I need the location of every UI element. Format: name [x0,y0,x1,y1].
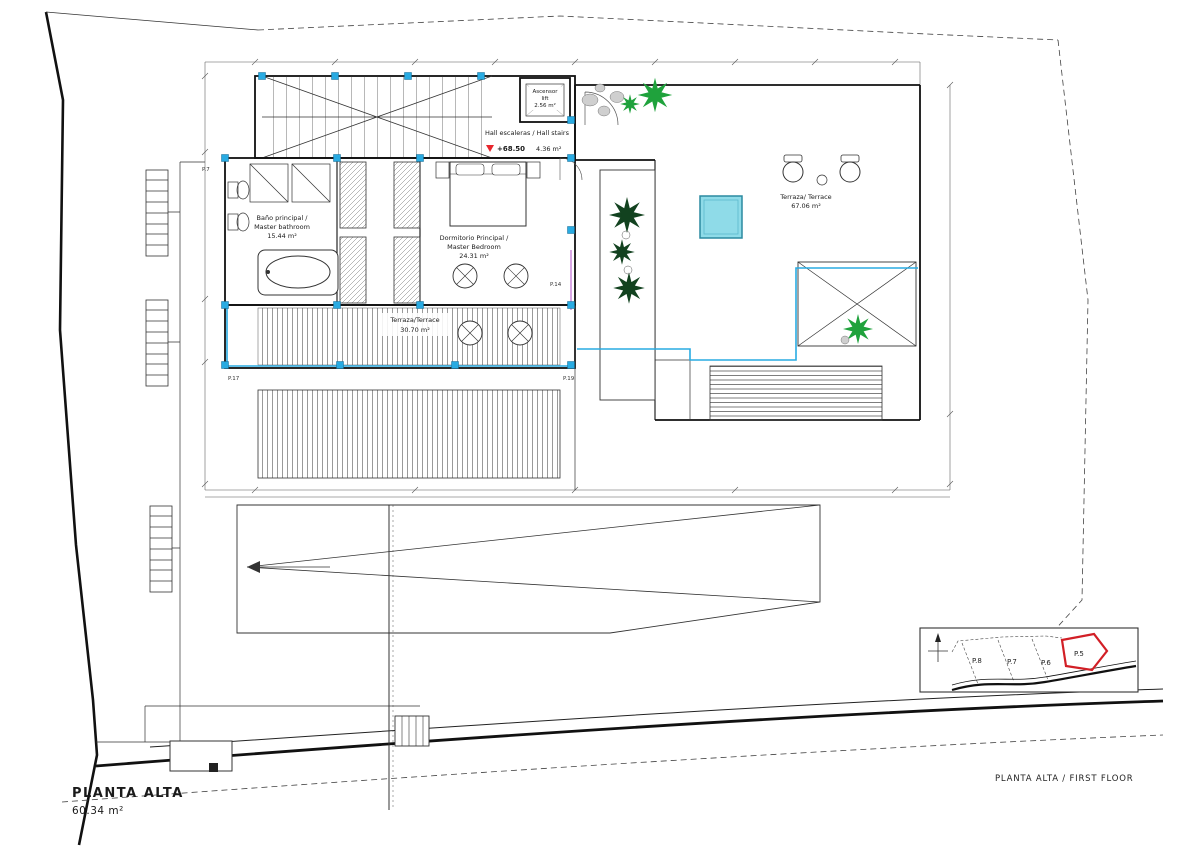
structural-columns [221,72,575,369]
slope-arrow-icon [247,561,260,573]
terrace-table-left [457,320,483,346]
hall-stairs-area: 4.36 m² [536,145,562,153]
terrace-upper: Terraza/ Terrace 67.06 m² [574,70,921,421]
bedroom-name-en: Master Bedroom [447,243,501,251]
hall-stairs-label: Hall escaleras / Hall stairs [485,129,570,137]
stair-hall: Hall escaleras / Hall stairs +68.50 4.36… [254,75,576,159]
bedroom-door-swing [559,157,583,181]
lounge-chair-left [782,154,804,183]
door-label-p14: P.14 [550,282,562,288]
inset-map: P.8 P.7 P.6 P.5 [919,627,1139,693]
bedroom-name-es: Dormitorio Principal / [440,234,509,242]
lift-name-es: Ascensor [532,89,558,95]
terrace-main: Terraza/Terrace 30.70 m² [224,304,576,369]
bedroom-seat-right [503,263,529,289]
road-lines [95,688,1164,768]
dimension-lines [201,58,954,498]
louver-deck [709,365,883,421]
door-label-p7: P.7 [202,167,210,173]
door-label-p19: P.19 [563,376,575,382]
site-stairs-left [145,161,233,772]
plan-total-area: 60.34 m² [72,805,124,817]
master-suite: Baño principal / Master bathroom 15.44 m… [224,157,583,310]
master-bathroom-fixtures [227,163,339,296]
north-arrow-icon [928,633,948,662]
section-line [388,505,430,810]
lift-area: 2.56 m² [534,102,556,109]
planter-strip [599,169,656,401]
plant-icon [630,70,680,120]
highlighted-plot-outline [1060,632,1109,672]
terrace-upper-name: Terraza/ Terrace [779,193,831,201]
lower-deck [257,305,576,490]
wardrobes [339,161,421,304]
lift-name-en: lift [541,96,549,102]
bathroom-name-es: Baño principal / [257,214,309,222]
title-block-left: PLANTA ALTA 60.34 m² [72,786,184,817]
site-boundary [44,11,1164,846]
bedroom-area: 24.31 m² [459,252,489,260]
elevator: Ascensor lift 2.56 m² [519,77,571,123]
bathroom-name-en: Master bathroom [254,223,310,231]
plot-label-p7: P.7 [1007,658,1017,666]
plan-title: PLANTA ALTA [72,786,184,801]
door-labels: P.7 P.17 P.19 P.14 [202,167,575,382]
bathroom-area: 15.44 m² [267,232,297,240]
terrace-main-name: Terraza/Terrace [389,316,439,324]
terrace-upper-area: 67.06 m² [791,202,821,210]
bedroom-seat-left [452,263,478,289]
side-table [816,174,828,186]
plot-label-p8: P.8 [972,657,982,665]
bed [435,161,541,227]
terrace-table-right [507,320,533,346]
lounge-chair-right [839,154,861,183]
level-marker-icon [486,145,494,152]
plunge-pool [699,195,743,239]
plan-footer-label: PLANTA ALTA / FIRST FLOOR [995,774,1133,784]
pergola [797,261,917,351]
door-label-p17: P.17 [228,376,240,382]
plot-label-p6: P.6 [1041,659,1051,667]
plot-label-p5: P.5 [1074,650,1084,658]
terrace-main-area: 30.70 m² [400,326,430,334]
hall-level-mark: +68.50 [497,145,525,153]
entry-plants [581,70,680,120]
roof-below [236,504,821,634]
